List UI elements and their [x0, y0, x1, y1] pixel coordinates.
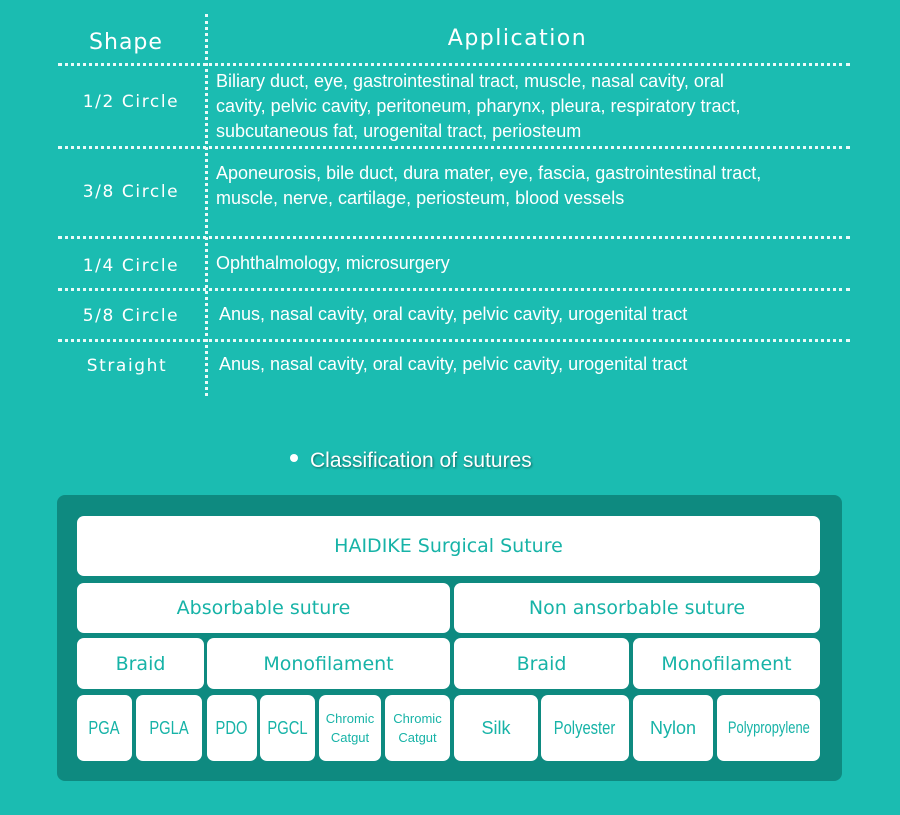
leaf-pga: PGA: [77, 695, 132, 761]
table-row-shape: 5/8 Circle: [82, 306, 180, 326]
leaf-chromic-catgut: Chromic Catgut: [319, 695, 381, 761]
column-divider: [205, 14, 208, 396]
leaf-polypropylene: Polypropylene: [717, 695, 820, 761]
leaf-pdo: PDO: [207, 695, 257, 761]
table-row-application: Biliary duct, eye, gastrointestinal trac…: [216, 69, 856, 144]
leaf-label: Polypropylene: [727, 718, 810, 737]
suture-classification-diagram: HAIDIKE Surgical Suture Absorbable sutur…: [57, 495, 842, 781]
classification-heading-text: Classification of sutures: [310, 449, 532, 472]
absorbable-monofilament-node: Monofilament: [207, 638, 450, 689]
row-divider: [58, 63, 850, 66]
leaf-pgcl: PGCL: [260, 695, 315, 761]
needle-shape-table: Shape Application 1/2 Circle Biliary duc…: [0, 0, 900, 400]
leaf-label: PGA: [88, 717, 121, 738]
application-line: Aponeurosis, bile duct, dura mater, eye,…: [216, 163, 762, 183]
leaf-label: PGLA: [149, 717, 189, 738]
application-line: muscle, nerve, cartilage, periosteum, bl…: [216, 188, 625, 208]
row-divider: [58, 236, 850, 239]
row-divider: [58, 146, 850, 149]
non-absorbable-node: Non ansorbable suture: [454, 583, 820, 633]
table-row-shape: 1/4 Circle: [82, 256, 180, 276]
leaf-label: Nylon: [649, 717, 697, 738]
leaf-label: PDO: [215, 717, 248, 738]
table-row-application: Anus, nasal cavity, oral cavity, pelvic …: [219, 302, 859, 327]
row-divider: [58, 288, 850, 291]
table-row-application: Aponeurosis, bile duct, dura mater, eye,…: [216, 161, 856, 211]
root-node: HAIDIKE Surgical Suture: [77, 516, 820, 576]
leaf-polyester: Polyester: [541, 695, 629, 761]
leaf-label: Polyester: [554, 717, 616, 738]
non-absorbable-monofilament-node: Monofilament: [633, 638, 820, 689]
leaf-label: Catgut: [330, 730, 370, 745]
bullet-icon: [290, 454, 298, 463]
table-row-shape: 3/8 Circle: [82, 182, 180, 202]
table-row-shape: 1/2 Circle: [82, 92, 180, 112]
leaf-pgla: PGLA: [136, 695, 202, 761]
table-row-application: Anus, nasal cavity, oral cavity, pelvic …: [219, 352, 859, 377]
row-divider: [58, 339, 850, 342]
leaf-label: PGCL: [267, 717, 308, 738]
leaf-silk: Silk: [454, 695, 538, 761]
table-row-application: Ophthalmology, microsurgery: [216, 251, 856, 276]
leaf-label: Chromic: [325, 711, 375, 726]
column-header-application: Application: [447, 26, 588, 51]
leaf-chromic-catgut: Chromic Catgut: [385, 695, 450, 761]
non-absorbable-braid-node: Braid: [454, 638, 629, 689]
absorbable-node: Absorbable suture: [77, 583, 450, 633]
leaf-nylon: Nylon: [633, 695, 713, 761]
leaf-label: Chromic: [393, 711, 442, 726]
column-header-shape: Shape: [89, 30, 163, 55]
classification-heading: Classification of sutures: [290, 449, 532, 473]
absorbable-braid-node: Braid: [77, 638, 204, 689]
application-line: Anus, nasal cavity, oral cavity, pelvic …: [219, 354, 688, 374]
application-line: cavity, pelvic cavity, peritoneum, phary…: [216, 96, 741, 116]
application-line: Anus, nasal cavity, oral cavity, pelvic …: [219, 304, 688, 324]
leaf-label: Catgut: [398, 730, 437, 745]
table-row-shape: Straight: [86, 356, 168, 376]
application-line: subcutaneous fat, urogenital tract, peri…: [216, 121, 582, 141]
application-line: Biliary duct, eye, gastrointestinal trac…: [216, 71, 724, 91]
leaf-label: Silk: [481, 717, 511, 738]
application-line: Ophthalmology, microsurgery: [216, 253, 450, 273]
